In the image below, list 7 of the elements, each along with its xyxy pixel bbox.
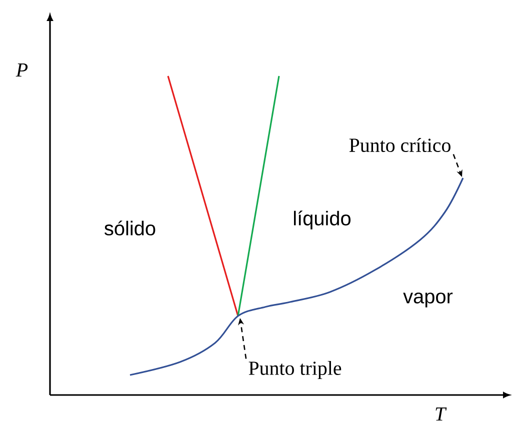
point-label: Punto crítico (349, 138, 450, 152)
region-label: vapor (403, 292, 453, 308)
axis-label: T (436, 407, 447, 421)
region-label: sólido (104, 220, 156, 236)
point-label: Punto triple (248, 360, 342, 380)
region-label: líquido (294, 210, 351, 230)
axis-label: P (16, 63, 28, 77)
